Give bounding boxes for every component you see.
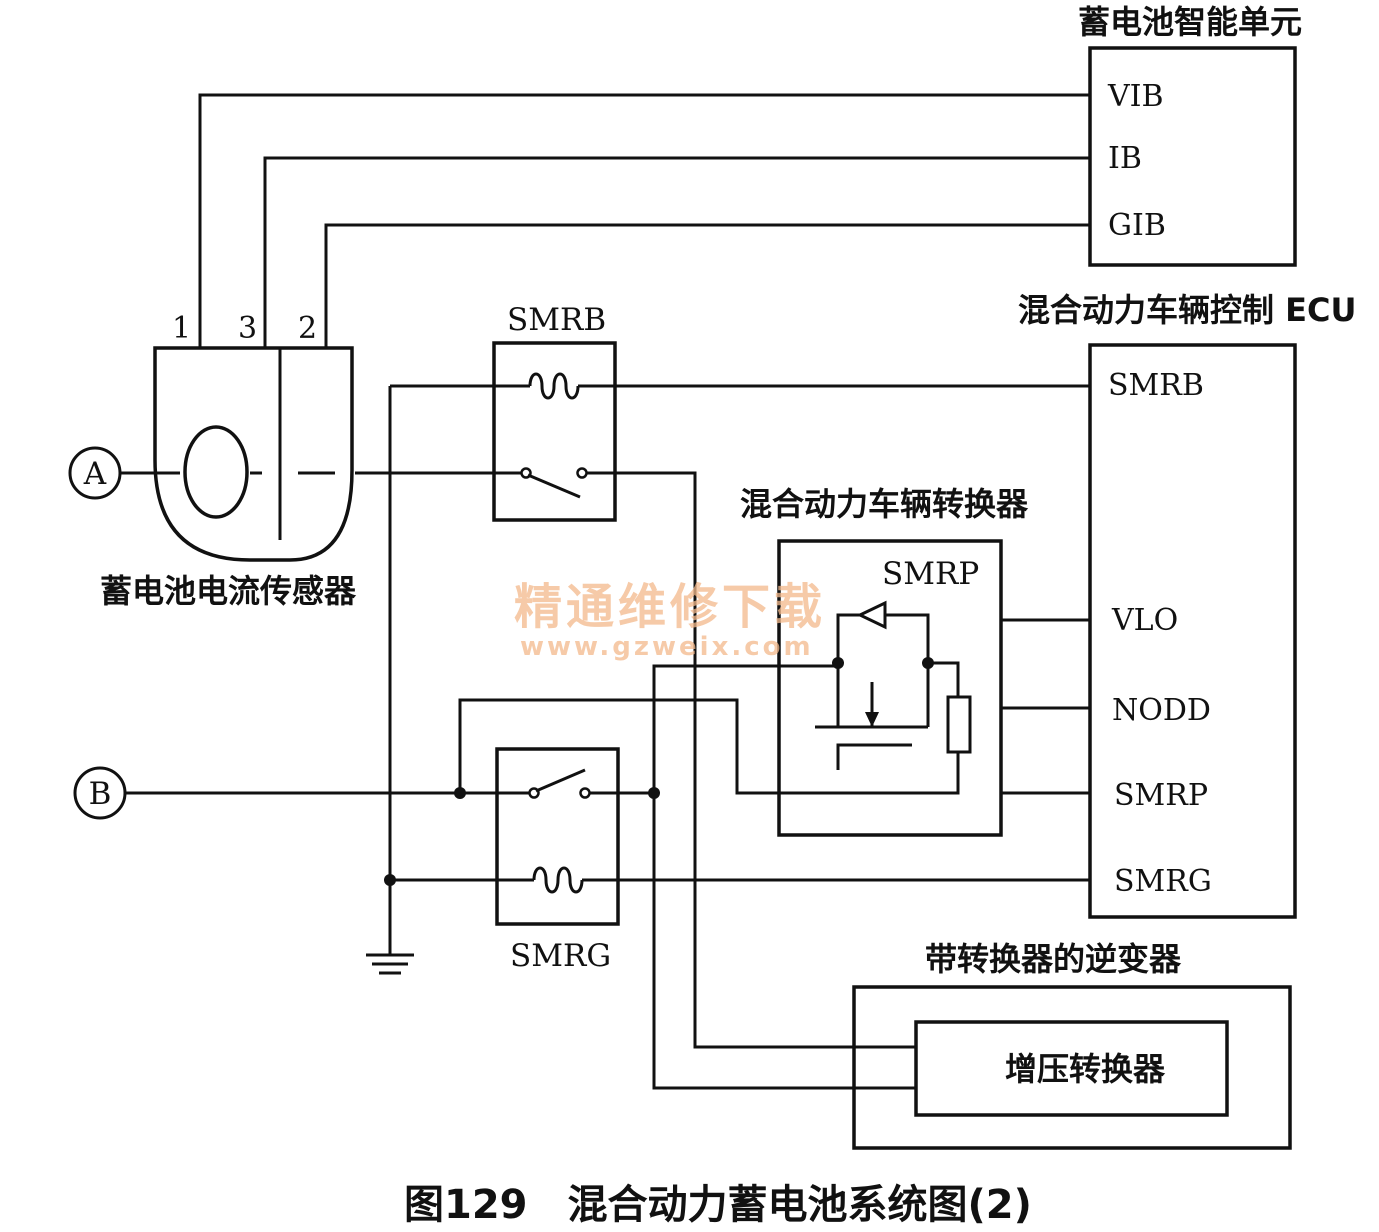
ground-rail [366,386,414,975]
ecu-pin-smrg: SMRG [1114,864,1212,899]
smrg-relay: SMRG [390,747,1090,974]
sensor-body [153,346,354,562]
ecu-title: 混合动力车辆控制 ECU [1018,291,1356,329]
watermark-url: www.gzweix.com [520,632,814,662]
sensor-signal-wires [198,93,1090,348]
battery-unit-pin-vib: VIB [1107,79,1164,114]
battery-unit-title: 蓄电池智能单元 [1078,3,1302,41]
smrg-label: SMRG [510,938,611,974]
inverter-title: 带转换器的逆变器 [925,940,1182,978]
smrp-label: SMRP [882,556,979,592]
inverter-box [852,985,1292,1150]
wire-smrg-to-smrp [652,664,838,793]
terminal-b-label: B [89,776,112,812]
ecu-pin-vlo: VLO [1111,603,1178,638]
wire-ib [263,156,1090,348]
wire-gib [324,223,1090,348]
wire-vib [198,93,1090,348]
smrp-diode [856,600,887,630]
sensor-pin-3: 3 [238,311,257,346]
smrb-contact [527,473,581,499]
wire-smrb-to-boost [585,471,916,1049]
boost-converter-label: 增压转换器 [1005,1050,1166,1088]
smrb-box [492,341,617,522]
smrp-gate [836,743,912,770]
ecu-pin-nodd: NODD [1112,693,1211,728]
inverter: 带转换器的逆变器 增压转换器 [852,940,1292,1150]
wire-smrg-to-boost [652,793,916,1090]
terminal-b-group: B [73,664,960,1090]
watermark-cn: 精通维修下载 [514,579,826,635]
figure-caption: 图129 混合动力蓄电池系统图(2) [404,1182,1032,1228]
smrg-box [495,747,620,926]
hybrid-ecu: 混合动力车辆控制 ECU SMRB VLO NODD SMRP SMRG [1018,291,1356,919]
sensor-label: 蓄电池电流传感器 [100,572,357,610]
ecu-pin-smrp: SMRP [1114,778,1208,813]
sensor-core [183,425,249,519]
terminal-a-group: A [68,446,916,1049]
converter-title: 混合动力车辆转换器 [740,485,1029,523]
sensor-pin-1: 1 [172,311,191,346]
battery-unit-pin-gib: GIB [1108,208,1166,243]
sensor-pin-2: 2 [298,311,317,346]
ecu-box [1088,343,1297,919]
smrb-label: SMRB [507,302,606,338]
wire-b-to-resistor [458,698,960,795]
smrp-resistor [946,695,972,754]
smrb-coil [528,372,580,400]
battery-unit-pin-ib: IB [1108,141,1142,176]
smrb-relay: SMRB [390,302,1090,522]
battery-smart-unit: 蓄电池智能单元 VIB IB GIB [1078,3,1302,267]
boost-converter-box [914,1020,1229,1117]
converter-box [777,539,1003,837]
watermark: 精通维修下载 www.gzweix.com [514,579,826,662]
smrp-arrow [865,712,879,727]
terminal-a-label: A [83,456,107,492]
smrg-contact [535,768,586,793]
ecu-pin-smrb: SMRB [1108,368,1204,403]
battery-current-sensor: 1 3 2 蓄电池电流传感器 [100,311,357,610]
hybrid-converter: 混合动力车辆转换器 SMRP [740,485,1090,837]
smrg-coil [532,866,584,894]
